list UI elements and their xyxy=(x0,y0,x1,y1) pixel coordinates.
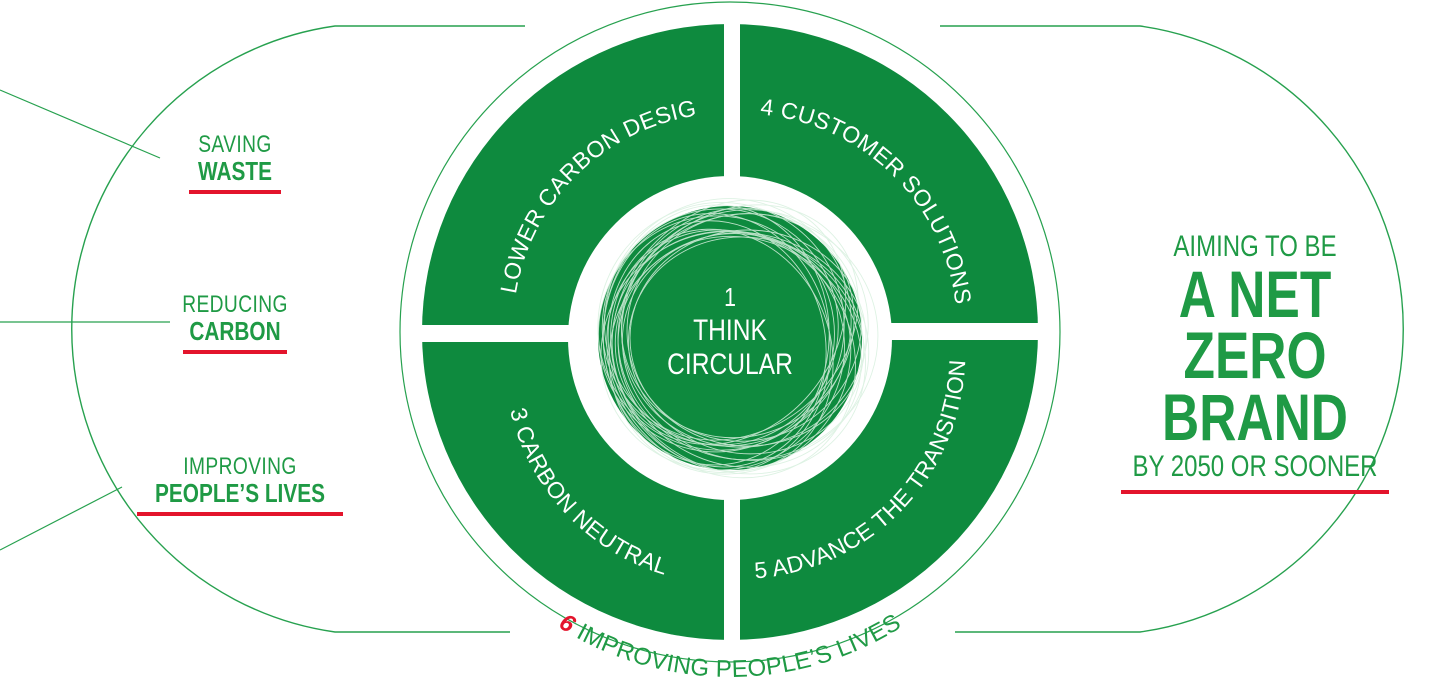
net-zero-line1: AIMING TO BE xyxy=(1173,230,1337,263)
circular-loop xyxy=(611,199,847,445)
net-zero-line2: A NET ZERO xyxy=(1178,257,1332,392)
label-waste: WASTE xyxy=(198,156,272,186)
circular-loop xyxy=(600,231,845,471)
circular-loop xyxy=(629,229,867,447)
lives-underline xyxy=(137,512,343,516)
circular-loop xyxy=(626,213,862,442)
left-outline-arc xyxy=(71,25,525,633)
connector-line-waste xyxy=(0,89,161,159)
connector-line-lives xyxy=(0,486,123,551)
net-zero-line3: BRAND xyxy=(1162,380,1348,455)
label-reducing-carbon: REDUCING CARBON xyxy=(160,293,310,354)
label-reducing: REDUCING xyxy=(182,291,288,318)
carbon-underline xyxy=(183,350,287,354)
outer-ring xyxy=(399,1,1061,663)
circular-loop xyxy=(621,209,869,448)
circular-loop xyxy=(614,204,859,441)
label-improving: IMPROVING xyxy=(183,453,297,480)
label-saving: SAVING xyxy=(198,131,272,158)
center-inner-green xyxy=(598,206,862,470)
circular-loop xyxy=(621,232,870,461)
label-saving-waste: SAVING WASTE xyxy=(160,133,310,194)
circular-loops-graphic xyxy=(597,198,879,479)
center-line2: CIRCULAR xyxy=(667,347,793,381)
label-peoples-lives: PEOPLE’S LIVES xyxy=(155,478,325,508)
center-number: 1 xyxy=(724,283,736,313)
waste-underline xyxy=(189,190,281,194)
net-zero-line4: BY 2050 OR SOONER xyxy=(1132,450,1378,484)
net-zero-statement: AIMING TO BE A NET ZERO BRAND BY 2050 OR… xyxy=(1090,230,1420,495)
net-zero-underline xyxy=(1121,490,1389,495)
circular-loop xyxy=(602,204,830,466)
label-carbon: CARBON xyxy=(189,316,281,346)
bottom-arc-label: 6 IMPROVING PEOPLE’S LIVES xyxy=(554,609,905,683)
label-improving-lives: IMPROVING PEOPLE’S LIVES xyxy=(120,455,360,516)
circular-loop xyxy=(607,220,827,468)
circular-loop xyxy=(601,208,839,446)
circular-loop xyxy=(617,235,862,468)
right-outline-arc xyxy=(940,25,1404,633)
circular-loop xyxy=(597,215,835,453)
circular-loop xyxy=(606,229,856,479)
center-line1: THINK xyxy=(693,313,767,347)
